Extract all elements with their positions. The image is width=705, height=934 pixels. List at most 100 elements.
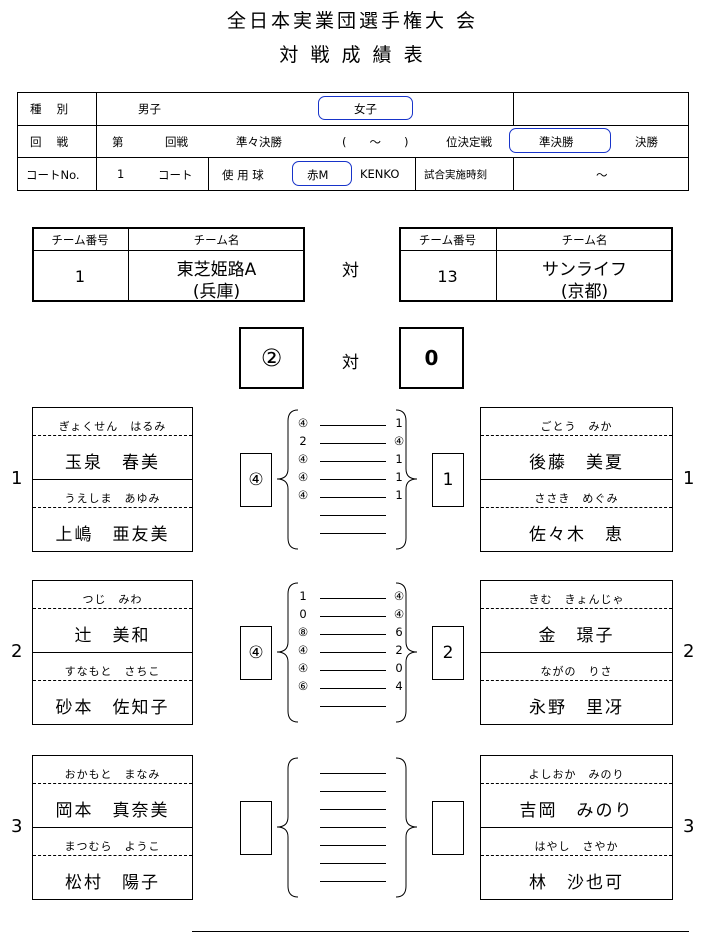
game-score-left: ④ (297, 416, 309, 430)
player-furigana: よしおか みのり (528, 768, 625, 781)
game-score-right: ④ (393, 589, 405, 603)
team-vs: 対 (342, 261, 359, 281)
overall-score-left: ② (239, 327, 304, 389)
right-pair-box: よしおか みのり 吉岡 みのり はやし さやか 林 沙也可 (480, 755, 673, 900)
game-line (320, 845, 386, 846)
player-furigana: ささき めぐみ (534, 492, 619, 505)
overall-score-right: 0 (399, 327, 464, 389)
match-number-left: 3 (11, 816, 23, 837)
player-name: 佐々木 恵 (529, 525, 624, 545)
round-kaisen: 回戦 (165, 135, 188, 149)
round-dai: 第 (112, 135, 124, 149)
category-women: 女子 (354, 102, 377, 116)
game-line (320, 809, 386, 810)
team-left-box (32, 227, 305, 302)
signature-line (192, 931, 689, 932)
round-semifinal: 準決勝 (539, 135, 574, 149)
team-right-box (399, 227, 673, 302)
game-line (320, 515, 386, 516)
game-braces (276, 409, 418, 550)
team-left-number: 1 (74, 267, 86, 286)
round-label: 回 戦 (30, 135, 69, 149)
game-line (320, 616, 386, 617)
left-pair-box: つじ みわ 辻 美和 すなもと さちこ 砂本 佐知子 (32, 580, 193, 725)
game-line (320, 652, 386, 653)
match-number-right: 3 (683, 816, 695, 837)
player-furigana: きむ きょんじゃ (528, 593, 625, 606)
round-quarterfinal: 準々決勝 (236, 135, 282, 149)
game-score-right: ④ (393, 434, 405, 448)
category-men: 男子 (138, 102, 161, 116)
player-name: 玉泉 春美 (65, 453, 160, 473)
match-score-right (432, 801, 464, 855)
player-furigana: すなもと さちこ (64, 665, 161, 678)
team-right-region: (京都) (560, 282, 609, 302)
match-score-left: ④ (240, 453, 272, 507)
team-left-name-header: チーム名 (193, 233, 240, 247)
player-name: 金 璟子 (538, 626, 615, 646)
player-name: 後藤 美夏 (529, 453, 624, 473)
match-number-left: 2 (11, 641, 23, 662)
game-score-left: 1 (299, 589, 307, 603)
selected-oval (292, 161, 352, 186)
right-pair-box: ごとう みか 後藤 美夏 ささき めぐみ 佐々木 恵 (480, 407, 673, 552)
game-score-left: 2 (299, 434, 307, 448)
game-score-right: 1 (395, 470, 403, 484)
game-score-right: 2 (395, 643, 403, 657)
player-name: 砂本 佐知子 (55, 698, 170, 718)
game-line (320, 791, 386, 792)
game-line (320, 863, 386, 864)
game-line (320, 598, 386, 599)
game-score-right: 0 (395, 661, 403, 675)
ball-red: 赤M (307, 168, 329, 182)
player-name: 永野 里冴 (529, 698, 624, 718)
match-score-right: 2 (432, 626, 464, 680)
player-name: 林 沙也可 (529, 873, 624, 893)
player-furigana: はやし さやか (534, 840, 619, 853)
court-number: 1 (117, 167, 125, 181)
game-line (320, 479, 386, 480)
game-score-right: 4 (395, 679, 403, 693)
game-line (320, 670, 386, 671)
game-line (320, 461, 386, 462)
overall-vs: 対 (342, 353, 359, 373)
game-line (320, 688, 386, 689)
match-score-left: ④ (240, 626, 272, 680)
round-final: 決勝 (635, 135, 658, 149)
game-score-right: 1 (395, 488, 403, 502)
game-braces (276, 757, 418, 898)
left-pair-box: おかもと まなみ 岡本 真奈美 まつむら ようこ 松村 陽子 (32, 755, 193, 900)
game-line (320, 827, 386, 828)
match-number-left: 1 (11, 468, 23, 489)
game-score-left: ④ (297, 661, 309, 675)
player-furigana: つじ みわ (82, 593, 143, 606)
ball-label: 使 用 球 (222, 168, 264, 182)
game-score-left: ⑧ (297, 625, 309, 639)
team-right-name: サンライフ (542, 260, 627, 280)
player-furigana: おかもと まなみ (64, 768, 161, 781)
game-line (320, 634, 386, 635)
right-pair-box: きむ きょんじゃ 金 璟子 ながの りさ 永野 里冴 (480, 580, 673, 725)
team-right-num-header: チーム番号 (418, 233, 477, 247)
game-score-left: ④ (297, 643, 309, 657)
player-name: 上嶋 亜友美 (55, 525, 170, 545)
match-score-right: 1 (432, 453, 464, 507)
selected-oval (509, 128, 611, 153)
game-line (320, 425, 386, 426)
game-score-right: 1 (395, 416, 403, 430)
ball-brand: KENKO (360, 167, 400, 181)
time-value: ～ (596, 168, 608, 182)
team-left-region: (兵庫) (192, 282, 241, 302)
player-name: 岡本 真奈美 (55, 801, 170, 821)
player-furigana: まつむら ようこ (64, 840, 161, 853)
game-score-left: ⑥ (297, 679, 309, 693)
game-line (320, 881, 386, 882)
page-subtitle: 対 戦 成 績 表 (279, 44, 426, 66)
player-furigana: ごとう みか (540, 420, 613, 433)
game-line (320, 773, 386, 774)
game-line (320, 443, 386, 444)
selected-oval (318, 96, 413, 120)
game-score-right: 1 (395, 452, 403, 466)
player-name: 辻 美和 (74, 626, 151, 646)
match-number-right: 2 (683, 641, 695, 662)
